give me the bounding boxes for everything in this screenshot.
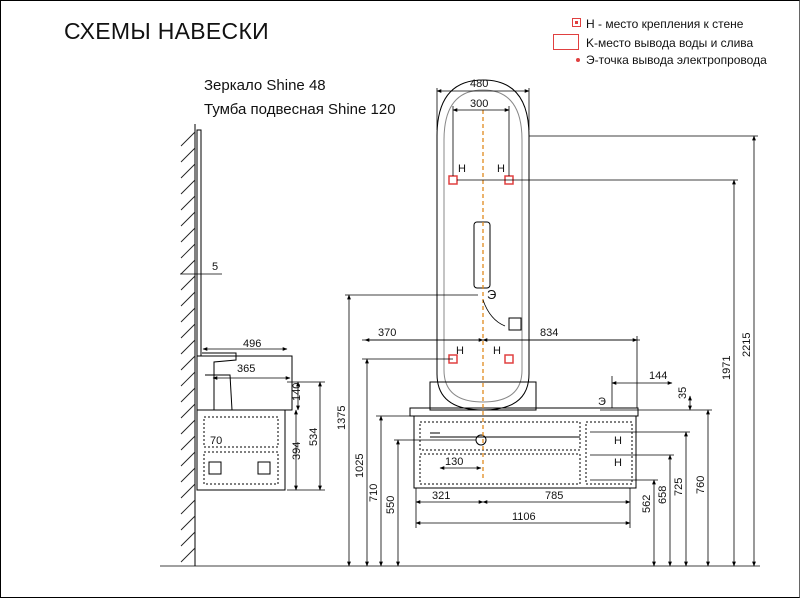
mark-h-bl: H	[456, 345, 464, 357]
mark-electric-mirror: Э	[487, 287, 496, 302]
dim-1971: 1971	[721, 356, 733, 380]
dim-785: 785	[545, 490, 563, 502]
dim-834: 834	[540, 327, 558, 339]
mount-points	[448, 175, 514, 364]
dim-2215: 2215	[741, 333, 753, 357]
dim-35: 35	[677, 387, 689, 399]
dim-side-70: 70	[210, 435, 222, 447]
mirror-switch	[508, 317, 522, 331]
dim-658: 658	[657, 486, 669, 504]
dim-side-394: 394	[291, 442, 303, 460]
front-view	[409, 79, 639, 489]
dim-550: 550	[385, 496, 397, 514]
side-dimensions	[180, 273, 325, 491]
mount-point-tl	[448, 175, 458, 185]
page-title: СХЕМЫ НАВЕСКИ	[64, 18, 269, 44]
side-section	[585, 421, 633, 485]
mark-electric-cabinet: Э	[598, 396, 606, 408]
dim-side-basin: 365	[237, 363, 255, 375]
side-faucet	[202, 352, 237, 410]
dim-mount-spacing: 300	[470, 98, 488, 110]
dim-144: 144	[649, 370, 667, 382]
mirror-lamp	[473, 221, 491, 289]
mark-h-right-2: H	[614, 457, 622, 469]
dim-side-534: 534	[308, 428, 320, 446]
dim-side-depth: 496	[243, 338, 261, 350]
front-cabinet	[413, 415, 637, 489]
countertop	[409, 407, 639, 417]
water-outlet-icon	[553, 34, 579, 50]
mirror-label: Зеркало Shine 48	[204, 77, 326, 94]
side-mirror	[196, 129, 202, 357]
dim-1106: 1106	[512, 511, 536, 523]
side-basin	[196, 355, 293, 411]
mount-point-br	[504, 354, 514, 364]
mount-point-icon	[572, 18, 581, 27]
dim-760: 760	[695, 476, 707, 494]
drawer-lower	[419, 453, 581, 485]
front-dimensions	[345, 88, 758, 567]
dim-321: 321	[432, 490, 450, 502]
mark-h-right-1: H	[614, 435, 622, 447]
dim-725: 725	[673, 478, 685, 496]
front-basin	[429, 381, 537, 411]
wall-hatch	[180, 131, 196, 563]
cabinet-label: Тумба подвесная Shine 120	[204, 101, 396, 118]
side-view	[180, 124, 293, 566]
dim-1025: 1025	[354, 454, 366, 478]
mark-h-tl: H	[458, 163, 466, 175]
dim-130: 130	[445, 456, 463, 468]
side-cabinet	[196, 409, 286, 491]
mark-h-br: H	[493, 345, 501, 357]
dim-562: 562	[641, 495, 653, 513]
dim-wall-gap: 5	[212, 261, 218, 273]
dim-710: 710	[368, 484, 380, 502]
dim-side-140: 140	[291, 383, 303, 401]
dim-mirror-width: 480	[470, 78, 488, 90]
electric-outlet-icon	[576, 58, 580, 62]
mark-h-tr: H	[497, 163, 505, 175]
drawer-upper	[419, 421, 581, 451]
dim-370: 370	[378, 327, 396, 339]
dim-1375: 1375	[336, 406, 348, 430]
